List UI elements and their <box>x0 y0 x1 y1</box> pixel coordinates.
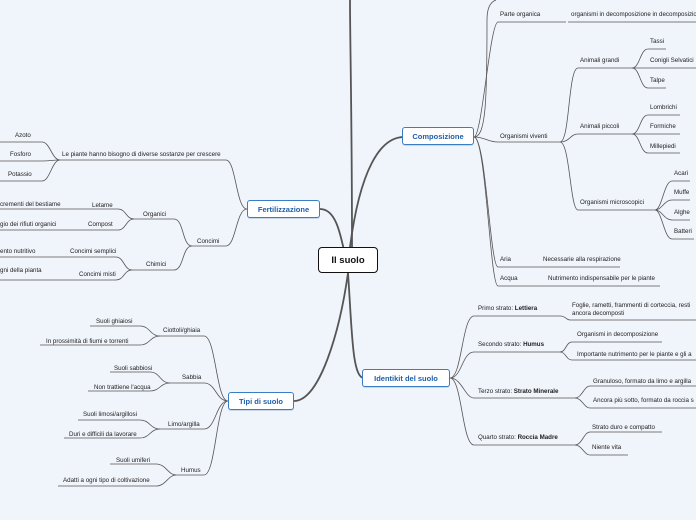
node-letame[interactable]: Letame <box>92 202 113 209</box>
node-humus-detail-1[interactable]: Organismi in decomposizione <box>577 331 659 338</box>
node-acqua[interactable]: Acqua <box>500 275 518 282</box>
node-muffe[interactable]: Muffe <box>674 189 690 196</box>
node-suoli-sabbiosi[interactable]: Suoli sabbiosi <box>114 365 153 372</box>
node-talpe[interactable]: Talpe <box>650 77 665 84</box>
node-animali-piccoli[interactable]: Animali piccoli <box>580 123 620 130</box>
node-conigli[interactable]: Conigli Selvatici <box>650 57 694 64</box>
node-humus-tipo[interactable]: Humus <box>181 467 201 474</box>
node-parte-organica-value[interactable]: organismi in decomposizione in decomposi… <box>571 11 696 18</box>
node-roccia-detail-1[interactable]: Strato duro e compatto <box>592 424 655 431</box>
node-concimi-semplici[interactable]: Concimi semplici <box>70 248 117 255</box>
node-millepiedi[interactable]: Millepiedi <box>650 143 676 150</box>
root-node[interactable]: Il suolo <box>318 247 378 273</box>
node-concimi[interactable]: Concimi <box>197 238 220 245</box>
node-quarto-strato[interactable]: Quarto strato: Roccia Madre <box>478 434 558 441</box>
node-fiumi-torrenti[interactable]: In prossimità di fiumi e torrenti <box>46 338 129 345</box>
node-misti-detail[interactable]: gni della pianta <box>0 267 42 274</box>
node-organici[interactable]: Organici <box>143 211 167 218</box>
node-compost-detail[interactable]: gio dei rifiuti organici <box>0 221 57 228</box>
node-aria[interactable]: Aria <box>500 256 512 263</box>
node-secondo-strato[interactable]: Secondo strato: Humus <box>478 341 545 348</box>
node-compost[interactable]: Compost <box>88 221 113 228</box>
branch-identikit[interactable]: Identikit del suolo <box>362 369 450 387</box>
node-azoto[interactable]: Azoto <box>15 132 31 139</box>
branch-fertilizzazione[interactable]: Fertilizzazione <box>247 200 320 218</box>
node-acqua-value[interactable]: Nutrimento indispensabile per le piante <box>548 275 655 282</box>
node-terzo-strato[interactable]: Terzo strato: Strato Minerale <box>478 388 559 395</box>
node-duri-difficili[interactable]: Duri e difficili da lavorare <box>69 431 137 438</box>
node-alghe[interactable]: Alghe <box>674 209 690 216</box>
node-sabbia[interactable]: Sabbia <box>182 374 202 381</box>
node-organismi-viventi[interactable]: Organismi viventi <box>500 133 548 140</box>
node-roccia-detail-2[interactable]: Niente vita <box>592 444 622 451</box>
node-batteri[interactable]: Batteri <box>674 228 692 235</box>
node-fosforo[interactable]: Fosforo <box>10 151 31 158</box>
node-suoli-umiferi[interactable]: Suoli umiferi <box>116 457 151 464</box>
node-humus-detail-2[interactable]: Importante nutrimento per le piante e gl… <box>577 351 692 358</box>
node-potassio[interactable]: Potassio <box>8 171 32 178</box>
node-concimi-misti[interactable]: Concimi misti <box>79 271 116 278</box>
node-parte-organica[interactable]: Parte organica <box>500 11 541 18</box>
node-aria-value[interactable]: Necessarie alla respirazione <box>543 256 621 263</box>
node-minerale-detail-1[interactable]: Granuloso, formato da limo e argilla <box>593 378 692 385</box>
node-minerale-detail-2[interactable]: Ancora più sotto, formato da roccia s <box>593 397 694 404</box>
node-lettiera-detail[interactable]: Foglie, rametti, frammenti di corteccia,… <box>572 302 691 317</box>
node-organismi-microscopici[interactable]: Organismi microscopici <box>580 199 644 206</box>
node-letame-detail[interactable]: crementi del bestiame <box>0 201 61 208</box>
node-ciottoli[interactable]: Ciottoli/ghiaia <box>163 327 201 334</box>
node-suoli-limosi[interactable]: Suoli limosi/argillosi <box>83 411 137 418</box>
node-primo-strato[interactable]: Primo strato: Lettiera <box>478 305 538 312</box>
node-tassi[interactable]: Tassi <box>650 38 665 45</box>
node-sostanze[interactable]: Le piante hanno bisogno di diverse sosta… <box>62 151 221 158</box>
node-suoli-ghiaiosi[interactable]: Suoli ghiaiosi <box>96 318 133 325</box>
node-limo-argilla[interactable]: Limo/argilla <box>168 421 200 428</box>
branch-composizione[interactable]: Composizione <box>402 127 474 145</box>
node-semplici-detail[interactable]: ento nutritivo <box>0 248 36 255</box>
node-lombrichi[interactable]: Lombrichi <box>650 104 677 111</box>
node-chimici[interactable]: Chimici <box>146 261 167 268</box>
node-non-trattiene[interactable]: Non trattiene l'acqua <box>94 384 151 391</box>
node-animali-grandi[interactable]: Animali grandi <box>580 57 620 64</box>
branch-tipi-di-suolo[interactable]: Tipi di suolo <box>228 392 294 410</box>
node-adatti-coltivazione[interactable]: Adatti a ogni tipo di coltivazione <box>63 477 150 484</box>
node-acari[interactable]: Acari <box>674 170 689 177</box>
node-formiche[interactable]: Formiche <box>650 123 676 130</box>
